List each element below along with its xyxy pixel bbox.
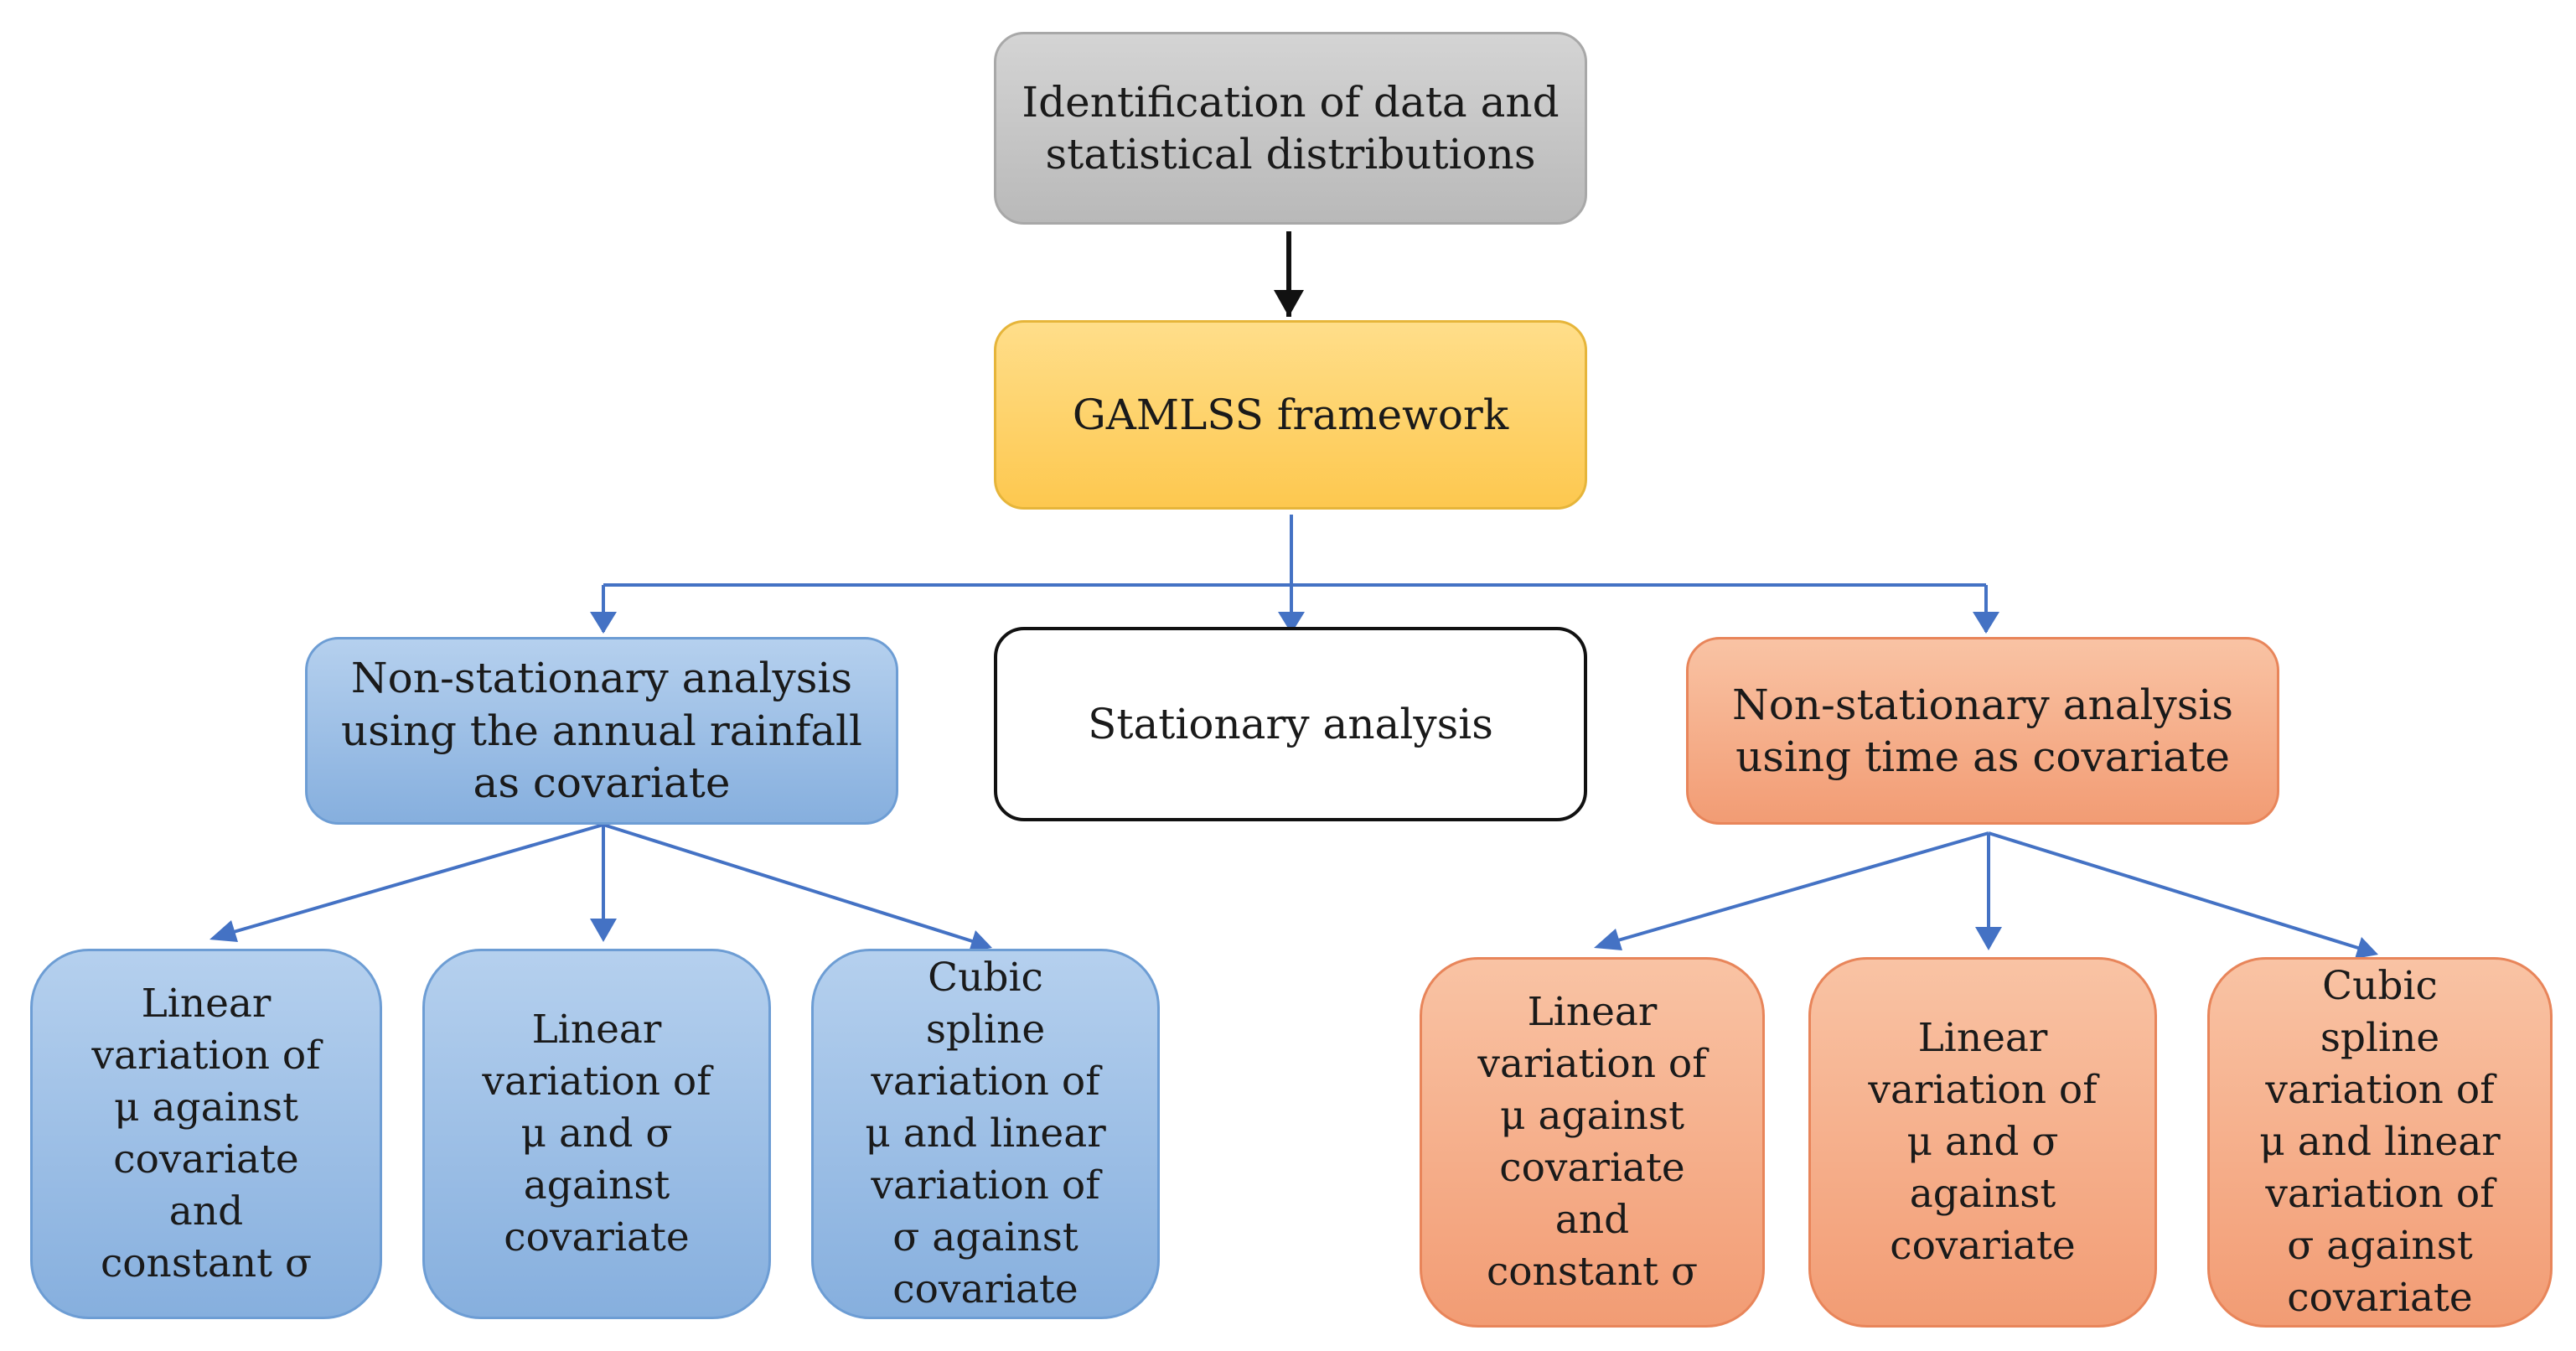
- branch-rainfall-heads: [209, 919, 992, 952]
- time-leaf-linear-mu-sigma: Linear variation of μ and σ against cova…: [1808, 957, 2157, 1328]
- identification-node: Identification of data and statistical d…: [994, 32, 1587, 225]
- nonstat-rainfall-node: Non-stationary analysis using the annual…: [305, 637, 898, 825]
- rain-leaf-cubic-spline: Cubic spline variation of μ and linear v…: [811, 949, 1160, 1319]
- branch-time-heads: [1594, 927, 2378, 959]
- nonstat-rainfall-label: Non-stationary analysis using the annual…: [340, 654, 863, 808]
- time-leaf-cubic-spline: Cubic spline variation of μ and linear v…: [2207, 957, 2553, 1328]
- time-leaf-3-label: Cubic spline variation of μ and linear v…: [2259, 962, 2501, 1322]
- branch-rainfall-leaves: [215, 823, 986, 947]
- rain-leaf-1-label: Linear variation of μ against covariate …: [91, 980, 321, 1287]
- stationary-label: Stationary analysis: [1088, 699, 1493, 748]
- gamlss-node: GAMLSS framework: [994, 320, 1587, 510]
- gamlss-label: GAMLSS framework: [1072, 390, 1509, 439]
- nonstat-time-label: Non-stationary analysis using time as co…: [1731, 680, 2234, 782]
- arrow-identification-to-gamlss: [1274, 231, 1304, 317]
- time-leaf-1-label: Linear variation of μ against covariate …: [1477, 988, 1707, 1296]
- rain-leaf-linear-mu-constant-sigma: Linear variation of μ against covariate …: [30, 949, 382, 1319]
- rain-leaf-2-label: Linear variation of μ and σ against cova…: [482, 1006, 711, 1261]
- identification-label: Identification of data and statistical d…: [1022, 77, 1560, 179]
- rain-leaf-3-label: Cubic spline variation of μ and linear v…: [865, 954, 1106, 1313]
- nonstat-time-node: Non-stationary analysis using time as co…: [1686, 637, 2279, 825]
- time-leaf-linear-mu-constant-sigma: Linear variation of μ against covariate …: [1420, 957, 1765, 1328]
- time-leaf-2-label: Linear variation of μ and σ against cova…: [1868, 1014, 2098, 1270]
- branch-gamlss: [603, 515, 1986, 587]
- branch-arrows-level2: [590, 585, 1999, 634]
- stationary-node: Stationary analysis: [994, 627, 1587, 821]
- branch-time-leaves: [1600, 831, 2372, 954]
- rain-leaf-linear-mu-sigma: Linear variation of μ and σ against cova…: [422, 949, 771, 1319]
